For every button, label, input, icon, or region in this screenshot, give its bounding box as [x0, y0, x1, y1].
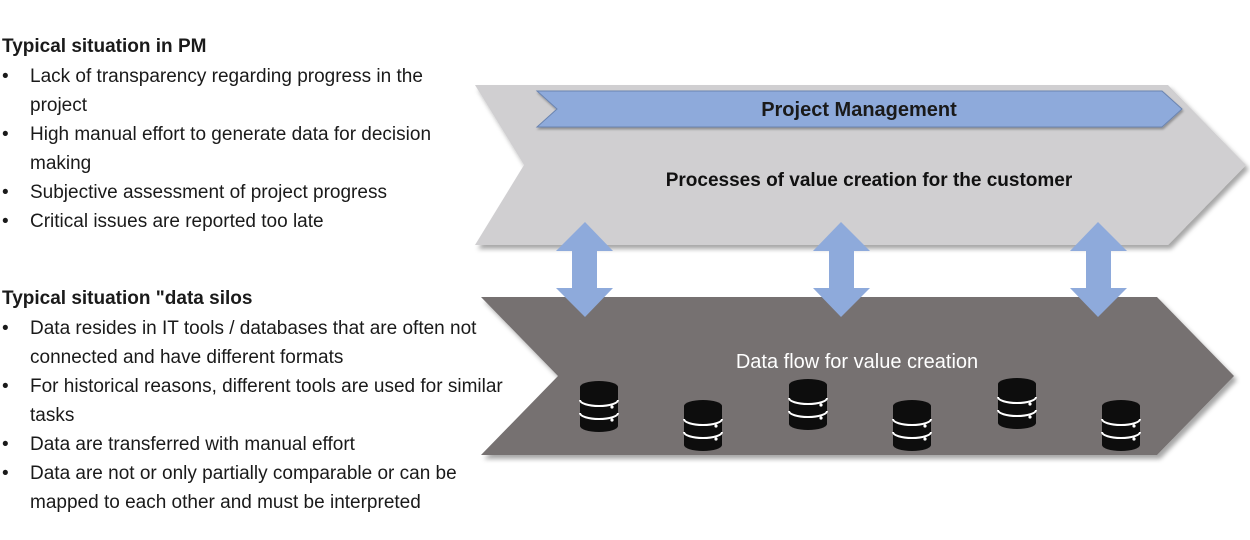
pm-bullet-1: Lack of transparency regarding progress …: [2, 62, 442, 120]
silos-situation-list: Data resides in IT tools / databases tha…: [2, 314, 512, 517]
double-arrow-icon: [556, 222, 613, 317]
pm-bullet-2: High manual effort to generate data for …: [2, 120, 442, 178]
silos-bullet-4: Data are not or only partially comparabl…: [2, 459, 512, 517]
silos-bullet-1: Data resides in IT tools / databases tha…: [2, 314, 512, 372]
pm-situation-list: Lack of transparency regarding progress …: [2, 62, 442, 236]
database-icon: [1101, 400, 1141, 451]
project-management-banner: [535, 90, 1183, 128]
pm-situation-section: Typical situation in PM Lack of transpar…: [2, 34, 442, 236]
project-management-label: Project Management: [761, 99, 957, 121]
database-icon: [892, 400, 932, 451]
data-flow-chevron: [481, 297, 1234, 455]
value-creation-label: Processes of value creation for the cust…: [666, 170, 1073, 191]
silos-bullet-3: Data are transferred with manual effort: [2, 430, 512, 459]
database-icon: [683, 400, 723, 451]
double-arrow-icon: [813, 222, 870, 317]
pm-bullet-4: Critical issues are reported too late: [2, 207, 442, 236]
silos-situation-heading: Typical situation "data silos: [2, 288, 253, 309]
pm-bullet-3: Subjective assessment of project progres…: [2, 178, 442, 207]
database-icons: [579, 378, 1141, 451]
silos-bullet-2: For historical reasons, different tools …: [2, 372, 512, 430]
pm-situation-heading: Typical situation in PM: [2, 36, 207, 57]
double-arrow-icon: [1070, 222, 1127, 317]
connection-arrows: [556, 222, 1127, 317]
database-icon: [788, 379, 828, 430]
database-icon: [997, 378, 1037, 429]
silos-situation-section: Typical situation "data silos Data resid…: [2, 286, 512, 517]
database-icon: [579, 381, 619, 432]
data-flow-label: Data flow for value creation: [736, 351, 978, 373]
